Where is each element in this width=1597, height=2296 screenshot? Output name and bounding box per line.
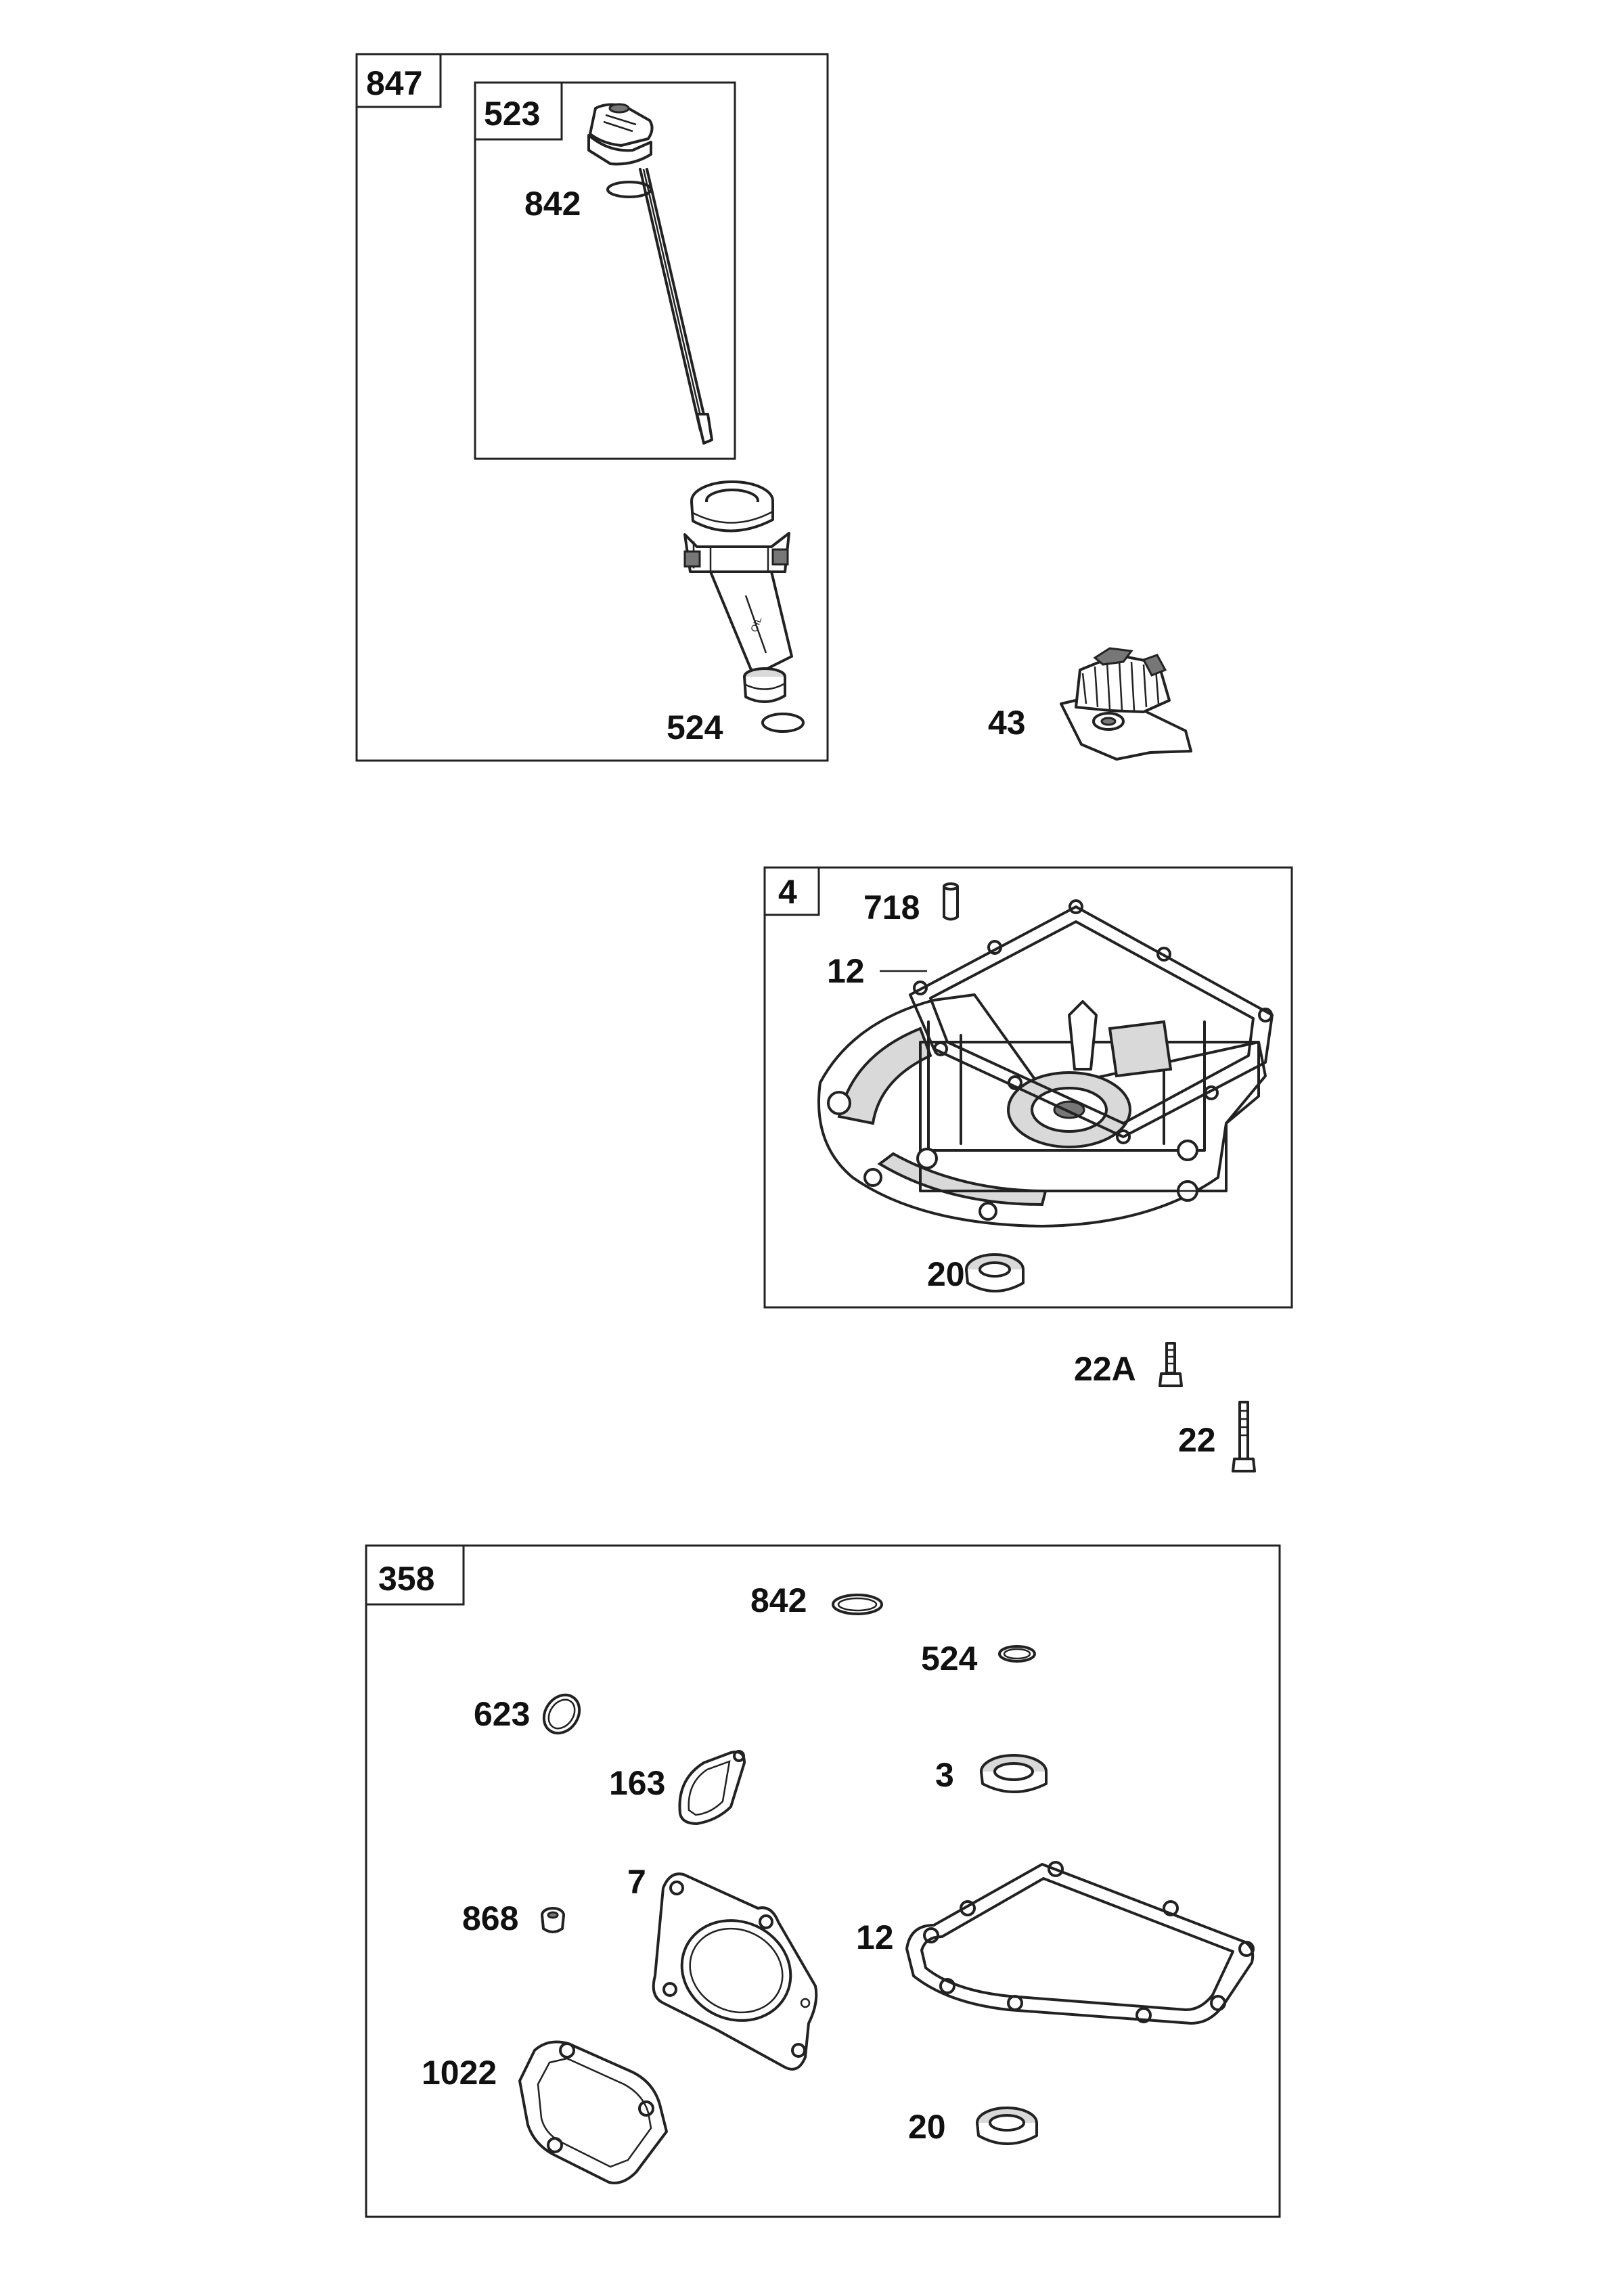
callout-1022: 1022	[422, 2054, 497, 2092]
group-4-label: 4	[778, 873, 797, 911]
kit-oring-623-icon	[542, 1693, 581, 1735]
callout-163: 163	[609, 1764, 665, 1802]
callout-12-gasket: 12	[827, 952, 865, 990]
dipstick-tube-icon: OIL	[683, 480, 793, 703]
callout-22a: 22A	[1074, 1350, 1136, 1388]
kit-seal-3-icon	[980, 1754, 1048, 1793]
callout-3: 3	[935, 1756, 954, 1794]
group-847-frame	[355, 53, 829, 762]
kit-oring-842-icon	[832, 1594, 883, 1615]
callout-842-dipstick: 842	[524, 185, 581, 223]
group-358: 358 842 524 623 163 3	[365, 1544, 1281, 2218]
callout-524-kit: 524	[921, 1640, 978, 1678]
kit-seal-20-icon	[976, 2107, 1038, 2145]
group-523-label: 523	[484, 95, 540, 133]
screw-22-icon	[1232, 1401, 1256, 1472]
kit-plug-868-icon	[541, 1907, 565, 1933]
governor-gear-icon	[1060, 647, 1192, 761]
sump-cover-icon	[817, 993, 1267, 1228]
callout-20-kit: 20	[908, 2108, 946, 2146]
callout-868: 868	[462, 1899, 518, 1937]
group-847: 847 523 842	[355, 53, 829, 762]
group-4: 4 718	[763, 866, 1293, 1309]
svg-text:OIL: OIL	[748, 615, 764, 633]
callout-842-kit: 842	[750, 1581, 807, 1619]
sump-gasket-icon	[909, 899, 1274, 1144]
callout-623: 623	[474, 1695, 530, 1733]
group-358-label: 358	[378, 1560, 434, 1598]
oring-842-icon	[606, 181, 652, 198]
dipstick-icon	[587, 103, 713, 445]
callout-7: 7	[627, 1863, 646, 1901]
callout-12-kit: 12	[856, 1918, 894, 1956]
kit-cover-gasket-icon	[518, 2040, 668, 2184]
oring-524-icon	[761, 713, 805, 733]
callout-22: 22	[1178, 1421, 1216, 1459]
callout-718: 718	[863, 888, 920, 926]
callout-43: 43	[988, 704, 1026, 742]
callout-20-seal: 20	[927, 1255, 965, 1293]
group-4-frame	[763, 866, 1293, 1309]
oil-seal-icon	[965, 1253, 1025, 1292]
dowel-pin-icon	[943, 882, 959, 921]
kit-sump-gasket-icon	[905, 1861, 1255, 2025]
screw-22a-icon	[1159, 1342, 1183, 1387]
group-523-tab	[474, 81, 563, 141]
group-358-frame	[365, 1544, 1281, 2218]
kit-gasket-163-icon	[678, 1750, 746, 1825]
group-523: 523 842	[474, 81, 736, 460]
group-847-label: 847	[366, 64, 422, 102]
group-847-tab	[355, 53, 442, 108]
group-523-frame	[474, 81, 736, 460]
kit-oring-524-icon	[998, 1645, 1036, 1663]
group-358-tab	[365, 1544, 465, 1606]
group-4-tab	[763, 866, 820, 916]
kit-head-gasket-icon	[652, 1872, 818, 2071]
callout-524-tube: 524	[667, 708, 723, 746]
